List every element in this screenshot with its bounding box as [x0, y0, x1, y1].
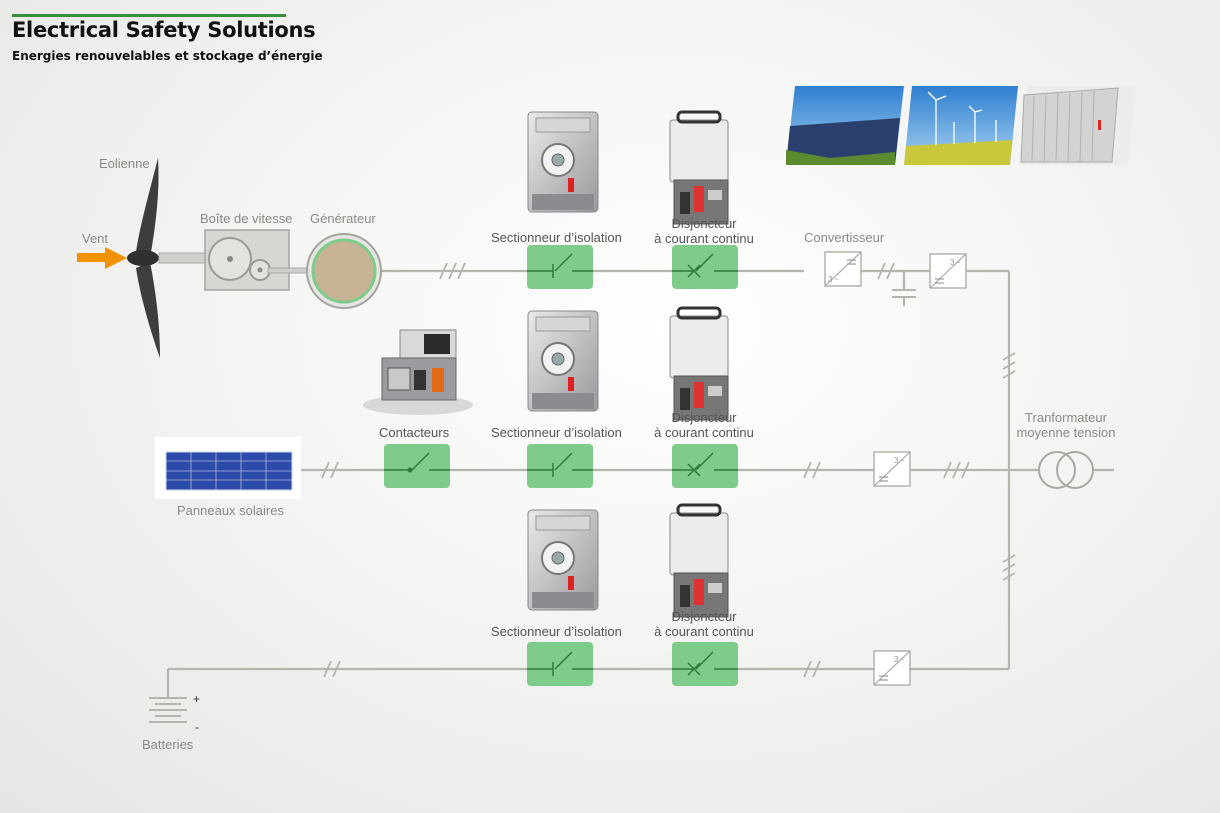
dc-breaker-switch-row2 [672, 444, 738, 488]
isolator-switch-row2 [527, 444, 593, 488]
wind-arrow-icon [77, 247, 127, 269]
inverter-row1-icon: 3 ~ [929, 253, 967, 289]
isolator-switch-row3 [527, 642, 593, 686]
svg-text:~: ~ [900, 655, 905, 664]
generator-icon [306, 233, 382, 309]
svg-text:~: ~ [900, 456, 905, 465]
breaker-product-image-row3 [668, 503, 730, 619]
isolator-switch-row1 [527, 245, 593, 289]
page-subtitle: Energies renouvelables et stockage d’éne… [12, 49, 323, 63]
page-title: Electrical Safety Solutions [12, 18, 316, 42]
label-isolator-row1: Sectionneur d’isolation [491, 230, 622, 245]
storage-container-photo [1019, 86, 1136, 165]
wiring [166, 269, 1114, 697]
breaker-product-image-row1 [668, 110, 730, 226]
label-breaker-line1: Disjoncteur [671, 216, 737, 231]
isolator-product-image-row1 [527, 111, 599, 213]
svg-text:~: ~ [956, 258, 961, 267]
isolator-product-image-row3 [527, 509, 599, 611]
dc-breaker-switch-row3 [672, 642, 738, 686]
svg-text:3: 3 [894, 456, 899, 465]
svg-text:3: 3 [828, 275, 833, 284]
label-transformer-line2: moyenne tension [1016, 425, 1116, 440]
label-generator: Générateur [310, 211, 376, 226]
inverter-row3-icon: 3 ~ [873, 650, 911, 686]
wind-farm-photo [904, 86, 1018, 165]
label-batteries: Batteries [142, 737, 194, 752]
battery-icon [149, 697, 187, 723]
transformer-icon [1038, 451, 1094, 489]
label-transformer-line1: Tranformateur [1025, 410, 1107, 425]
inverter-row2-icon: 3 ~ [873, 451, 911, 487]
label-breaker-line2: à courant continu [654, 231, 754, 246]
isolator-product-image-row2 [527, 310, 599, 412]
battery-plus: + [193, 692, 200, 706]
label-breaker-line1: Disjoncteur [671, 609, 737, 624]
solar-farm-photo [786, 86, 904, 165]
svg-text:~: ~ [834, 275, 839, 284]
label-solar-panels: Panneaux solaires [177, 503, 284, 518]
label-breaker-line2: à courant continu [654, 425, 754, 440]
contactor-product-image [363, 329, 473, 415]
battery-minus: - [195, 720, 199, 734]
breaker-product-image-row2 [668, 306, 730, 422]
gearbox-icon [204, 229, 339, 291]
label-gearbox: Boîte de vitesse [200, 211, 293, 226]
label-breaker-row3: Disjoncteur à courant continu [652, 609, 756, 639]
label-eolienne: Eolienne [99, 156, 150, 171]
label-isolator-row2: Sectionneur d’isolation [491, 425, 622, 440]
dc-breaker-switch-row1 [672, 245, 738, 289]
converter-ac-dc-icon: 3 ~ [824, 251, 862, 287]
label-breaker-row1: Disjoncteur à courant continu [652, 216, 756, 246]
label-vent: Vent [82, 231, 109, 246]
label-breaker-line1: Disjoncteur [671, 410, 737, 425]
dc-link-capacitor [892, 289, 916, 306]
svg-text:3: 3 [950, 258, 955, 267]
turbine-shaft [158, 252, 208, 264]
label-contactors: Contacteurs [379, 425, 450, 440]
contactor-switch [384, 444, 450, 488]
svg-text:3: 3 [894, 655, 899, 664]
label-breaker-line2: à courant continu [654, 624, 754, 639]
label-converter: Convertisseur [804, 230, 885, 245]
label-isolator-row3: Sectionneur d’isolation [491, 624, 622, 639]
conductor-hatch-marks [321, 262, 1016, 678]
label-breaker-row2: Disjoncteur à courant continu [652, 410, 756, 440]
label-transformer: Tranformateur moyenne tension [1014, 410, 1118, 440]
solar-panel-image [155, 437, 301, 499]
wind-turbine-icon [127, 158, 160, 358]
title-accent-bar [12, 14, 286, 17]
